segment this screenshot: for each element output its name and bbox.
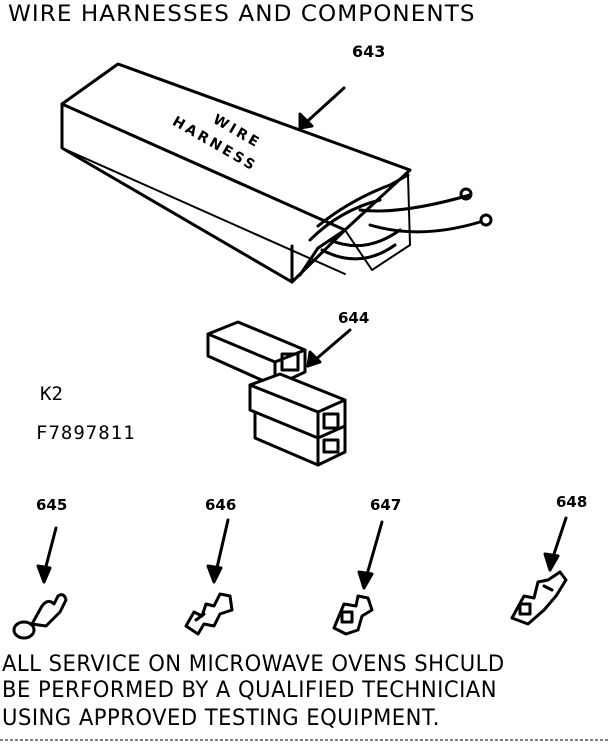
terminal-648	[510, 570, 568, 626]
code-part-number: F7897811	[36, 422, 136, 444]
wire-harness-box	[60, 62, 493, 284]
ref-645: 645	[36, 496, 68, 514]
ref-643: 643	[352, 42, 386, 61]
ref-644: 644	[338, 309, 370, 327]
terminal-647	[332, 594, 374, 636]
notice-line-3: USING APPROVED TESTING EQUIPMENT.	[2, 706, 440, 731]
terminal-645	[12, 593, 68, 640]
arrow-645	[36, 526, 58, 584]
arrow-647	[357, 520, 384, 590]
diagram-title: WIRE HARNESSES AND COMPONENTS	[8, 2, 476, 27]
terminal-646	[184, 592, 234, 636]
ref-648: 648	[556, 493, 588, 511]
notice-line-1: ALL SERVICE ON MICROWAVE OVENS SHCULD	[2, 652, 505, 677]
notice-line-2: BE PERFORMED BY A QUALIFIED TECHNICIAN	[2, 678, 497, 703]
arrow-648	[543, 516, 568, 572]
arrow-644	[306, 328, 352, 368]
arrow-646	[206, 518, 230, 584]
connector-housing	[206, 320, 347, 467]
ref-647: 647	[370, 496, 402, 514]
code-k2: K2	[40, 383, 63, 405]
arrow-643	[298, 86, 346, 130]
ref-646: 646	[205, 496, 237, 514]
